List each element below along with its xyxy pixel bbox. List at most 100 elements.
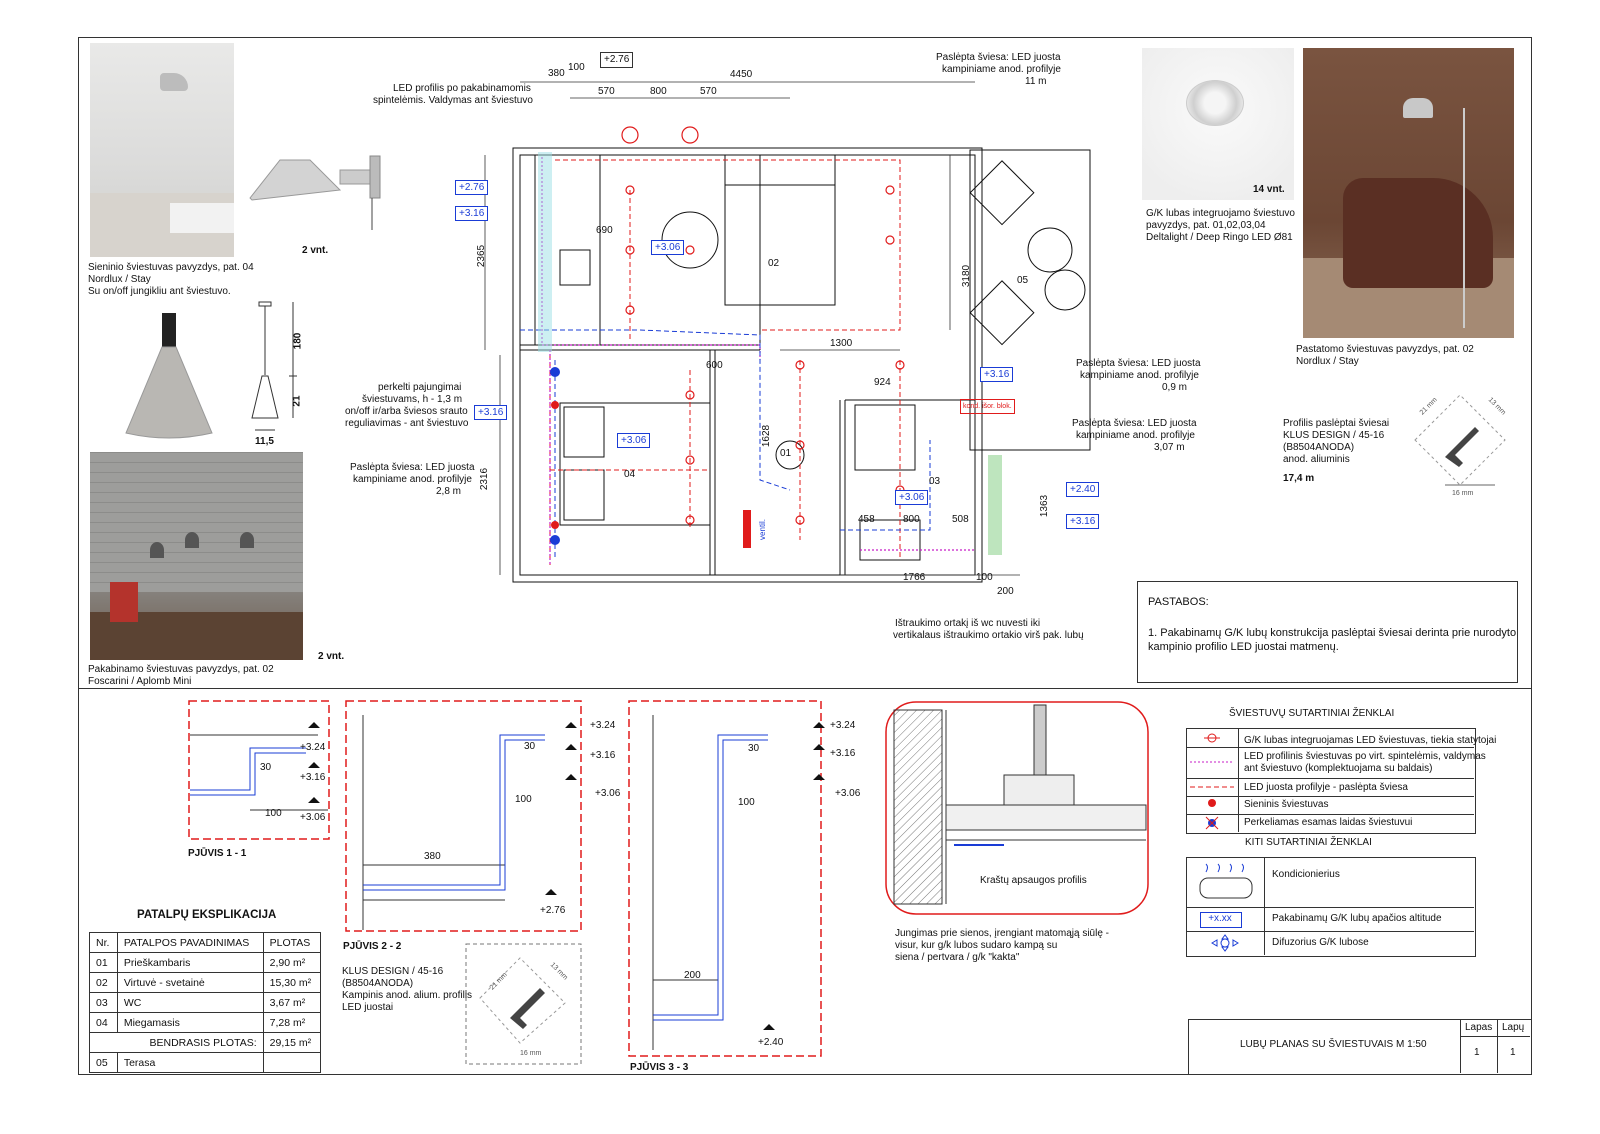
- table-cell: 2,90 m²: [262, 952, 322, 973]
- table-header: PLOTAS: [262, 932, 322, 953]
- wall-lamp-caption-2: Nordlux / Stay: [88, 274, 151, 285]
- annotation-hidden-top-1: Paslėpta šviesa: LED juosta: [936, 52, 1061, 63]
- table-cell: Terasa: [116, 1052, 264, 1073]
- table-cell: Prieškambaris: [116, 952, 264, 973]
- legend-title-lights: ŠVIESTUVŲ SUTARTINIAI ŽENKLAI: [1229, 708, 1395, 719]
- legend-divider: [1186, 907, 1474, 908]
- legend-divider: [1186, 814, 1474, 815]
- annotation-wall-lights-2: šviestuvams, h - 1,3 m: [362, 394, 463, 405]
- cond-label: kond. išor. blok.: [960, 399, 1015, 414]
- plan-dim: 200: [997, 586, 1014, 597]
- section-3-level: +3.16: [830, 748, 856, 759]
- section-profile-note-4: LED juostai: [342, 1002, 394, 1013]
- top-level-tag: +2.76: [600, 52, 634, 68]
- section-2-dim: 380: [424, 851, 441, 862]
- profile-caption-3: (B8504ANODA): [1283, 442, 1355, 453]
- total-label: BENDRASIS PLOTAS:: [89, 1032, 264, 1053]
- annotation-exhaust-1: Ištraukimo ortakį iš wc nuvesti iki: [895, 618, 1041, 629]
- section-3-dim: 30: [748, 743, 760, 754]
- plan-dim: 1300: [830, 338, 853, 349]
- level-tag: +3.16: [1066, 514, 1100, 529]
- legend-item-level: Pakabinamų G/K lubų apačios altitude: [1272, 913, 1442, 924]
- section-profile-note-2: (B8504ANODA): [342, 978, 414, 989]
- joint-detail-drawing: [885, 701, 1149, 915]
- sheet-divider: [78, 688, 1531, 689]
- annotation-hidden-left-1: Paslėpta šviesa: LED juosta: [350, 462, 475, 473]
- joint-detail-note-1: Jungimas prie sienos, įrengiant matomąją…: [895, 928, 1109, 939]
- plan-dim: 100: [976, 572, 993, 583]
- plan-dim: 2365: [476, 244, 488, 268]
- legend-divider: [1186, 796, 1474, 797]
- title-block-divider: [1460, 1036, 1530, 1037]
- table-header-row: Nr. PATALPOS PAVADINIMAS PLOTAS: [89, 932, 322, 953]
- profile-caption-4: anod. aliuminis: [1283, 454, 1350, 465]
- plan-dim: 1363: [1039, 494, 1051, 518]
- level-tag: +2.76: [455, 180, 489, 195]
- profile-caption-1: Profilis paslėptai šviesai: [1283, 418, 1390, 429]
- section-1-level: +3.06: [300, 812, 326, 823]
- plan-dim: 458: [858, 514, 875, 525]
- title-block-divider: [1497, 1019, 1498, 1073]
- ventil-label: ventil.: [757, 519, 767, 540]
- legend-item-diffuser: Difuzorius G/K lubose: [1272, 937, 1369, 948]
- section-3-dim: 200: [684, 970, 701, 981]
- level-tag: +3.16: [980, 367, 1014, 382]
- legend-lights-box: [1186, 728, 1476, 834]
- plan-dim: 4450: [730, 69, 753, 80]
- floor-lamp-caption-1: Pastatomo šviestuvas pavyzdys, pat. 02: [1296, 344, 1474, 355]
- table-header: PATALPOS PAVADINIMAS: [116, 932, 264, 953]
- title-block-divider: [1460, 1019, 1461, 1073]
- annotation-wall-lights-3: on/off ir/arba šviesos srauto: [345, 406, 468, 417]
- plan-dim: 800: [650, 86, 667, 97]
- section-2-level: +3.06: [595, 788, 621, 799]
- room-label-03: 03: [929, 476, 941, 487]
- profile-caption-2: KLUS DESIGN / 45-16: [1283, 430, 1385, 441]
- table-row: 01 Prieškambaris 2,90 m²: [89, 952, 322, 973]
- section-profile-note-3: Kampinis anod. alium. profilis: [342, 990, 473, 1001]
- downlight-qty: 14 vnt.: [1253, 184, 1285, 195]
- wall-lamp-qty: 2 vnt.: [302, 245, 329, 256]
- title-block: [1188, 1019, 1532, 1075]
- legend-item-led-profile-1: LED profilinis šviestuvas po virt. spint…: [1244, 751, 1486, 762]
- wall-lamp-caption-1: Sieninio šviestuvas pavyzdys, pat. 04: [88, 262, 254, 273]
- wall-lamp-drawing: [249, 155, 381, 230]
- table-cell: 15,30 m²: [262, 972, 322, 993]
- annotation-led-profile-2: spintelėmis. Valdymas ant šviestuvo: [373, 95, 533, 106]
- plan-dim: 380: [548, 68, 565, 79]
- lapas-value: 1: [1474, 1047, 1480, 1058]
- section-3-level: +3.24: [830, 720, 856, 731]
- profile-dim-c: 16 mm: [1452, 490, 1474, 497]
- level-tag-sample: [1200, 912, 1242, 928]
- downlight-photo: [1142, 48, 1294, 200]
- level-tag: +3.16: [474, 405, 508, 420]
- table-row: 05 Terasa: [89, 1052, 322, 1073]
- section-3-level: +2.40: [758, 1037, 784, 1048]
- legend-divider: [1186, 747, 1474, 748]
- legend-item-led-profile-2: ant šviestuvo (komplektuojama su baldais…: [1244, 763, 1433, 774]
- notes-title: PASTABOS:: [1148, 596, 1209, 608]
- table-cell: Virtuvė - svetainė: [116, 972, 264, 993]
- table-row: 03 WC 3,67 m²: [89, 992, 322, 1013]
- legend-divider: [1186, 931, 1474, 932]
- section-2-drawing: [345, 700, 582, 932]
- annotation-hidden-mid-3: 0,9 m: [1162, 382, 1188, 393]
- plan-dim: 100: [568, 62, 585, 73]
- section-2-level: +3.16: [590, 750, 616, 761]
- section-1-dim: 30: [260, 762, 272, 773]
- legend-symbols-lights: [1190, 733, 1234, 830]
- profile-length: 17,4 m: [1283, 473, 1315, 484]
- room-label-01: 01: [780, 448, 792, 459]
- downlight-caption-3: Deltalight / Deep Ringo LED Ø81: [1146, 232, 1293, 243]
- section-1-dim: 100: [265, 808, 282, 819]
- table-cell: WC: [116, 992, 264, 1013]
- plan-dim: 1766: [903, 572, 926, 583]
- downlight-caption-2: pavyzdys, pat. 01,02,03,04: [1146, 220, 1266, 231]
- total-value: 29,15 m²: [262, 1032, 322, 1053]
- profile-diagram-icon: [1414, 394, 1506, 486]
- downlight-caption-1: G/K lubas integruojamo šviestuvo: [1146, 208, 1295, 219]
- section-3-level: +3.06: [835, 788, 861, 799]
- pendant-caption-1: Pakabinamo šviestuvas pavyzdys, pat. 02: [88, 664, 274, 675]
- plan-dim: 3180: [961, 264, 973, 288]
- lapas-label: Lapas: [1465, 1022, 1493, 1033]
- annotation-hidden-left-2: kampiniame anod. profilyje: [353, 474, 472, 485]
